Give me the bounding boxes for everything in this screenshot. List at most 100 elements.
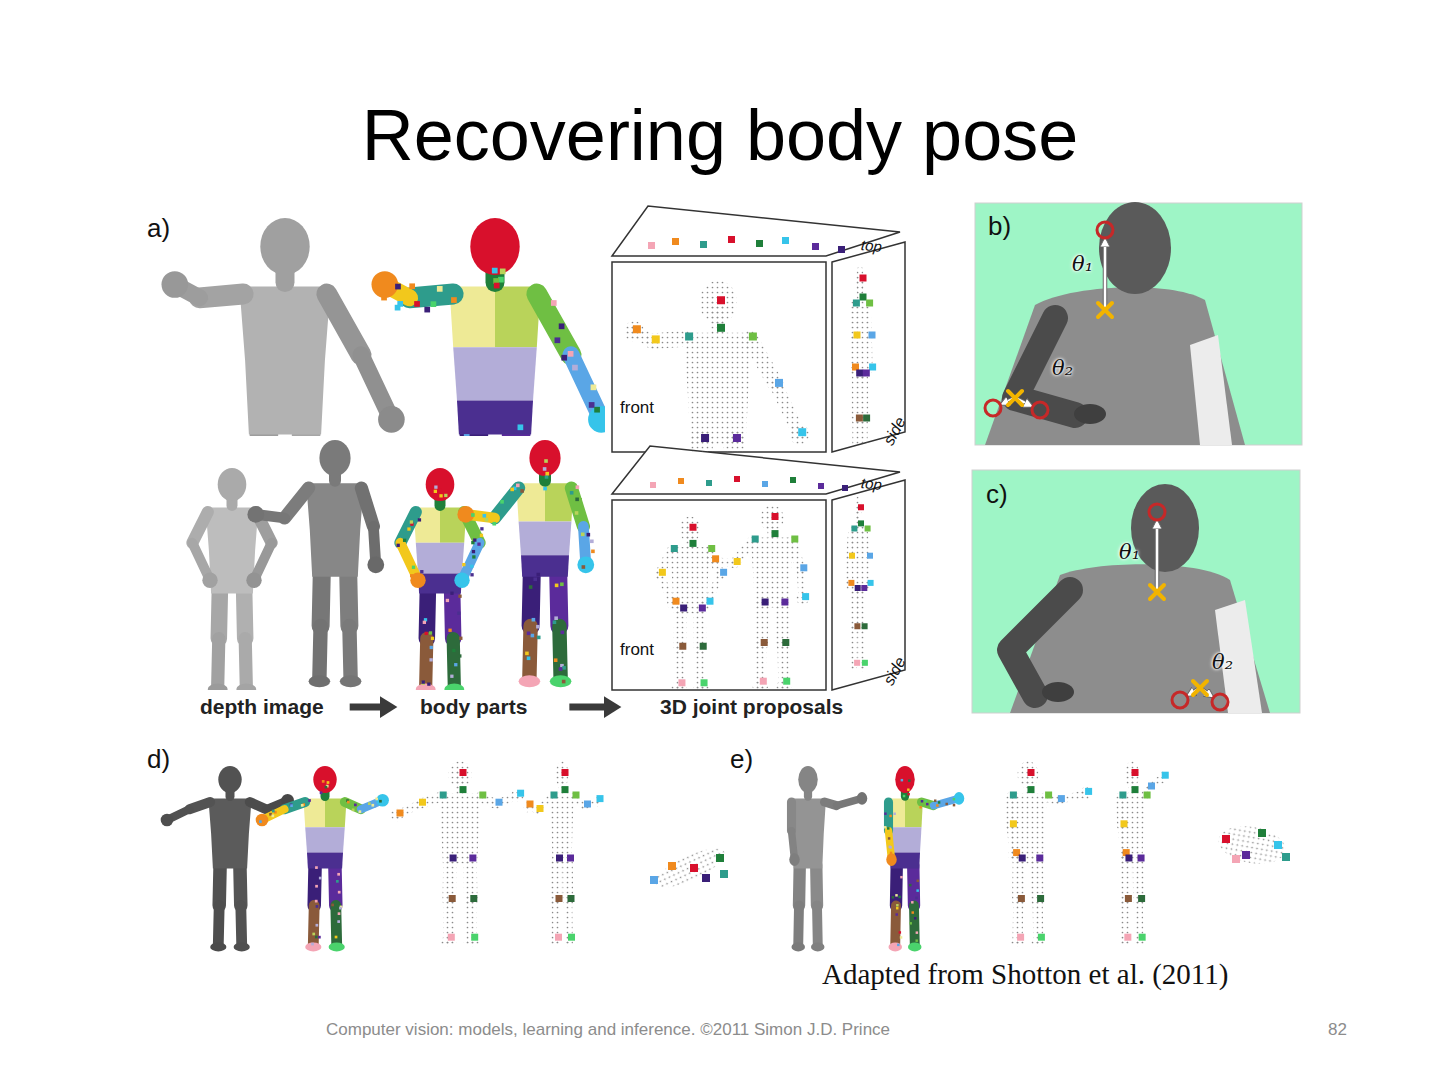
body-part bbox=[448, 761, 471, 788]
joint-proposal bbox=[791, 536, 798, 543]
joint-proposal bbox=[772, 513, 779, 520]
body-limb bbox=[860, 420, 868, 463]
body-part bbox=[319, 440, 350, 476]
label-noise bbox=[337, 944, 340, 947]
label-noise bbox=[397, 301, 403, 307]
label-noise bbox=[893, 813, 895, 815]
body-limb bbox=[308, 906, 320, 945]
label-noise bbox=[510, 488, 514, 492]
view-box bbox=[612, 446, 905, 690]
label-noise bbox=[591, 550, 595, 554]
body-part bbox=[1080, 787, 1091, 800]
body-limb bbox=[400, 512, 415, 543]
body-limb bbox=[792, 541, 801, 570]
label-noise bbox=[494, 283, 500, 289]
label-noise bbox=[900, 876, 902, 878]
joint-proposal bbox=[865, 526, 871, 532]
label-noise bbox=[352, 808, 355, 811]
label-noise bbox=[914, 917, 916, 919]
joint-proposal bbox=[650, 876, 658, 884]
label-noise bbox=[404, 547, 407, 550]
label-noise bbox=[337, 873, 340, 876]
offset-symbol: θ₂ bbox=[1052, 356, 1073, 380]
label-noise bbox=[591, 384, 597, 390]
joint-proposal bbox=[1037, 895, 1044, 902]
point-cloud-front bbox=[659, 517, 727, 691]
joint-proposal bbox=[863, 458, 870, 465]
label-noise bbox=[890, 859, 892, 861]
label-noise bbox=[900, 936, 902, 938]
label-noise bbox=[543, 487, 547, 491]
body-limb bbox=[219, 589, 220, 639]
body-part bbox=[857, 792, 868, 805]
label-noise bbox=[532, 618, 536, 622]
body-part-labels bbox=[372, 218, 606, 436]
body-limb bbox=[852, 420, 860, 463]
joint-proposal bbox=[712, 555, 719, 562]
label-noise bbox=[500, 269, 506, 275]
joint-proposal bbox=[1010, 792, 1017, 799]
body-part bbox=[760, 505, 783, 532]
joint-proposal bbox=[1124, 934, 1131, 941]
label-noise bbox=[459, 637, 462, 640]
label-noise bbox=[545, 472, 549, 476]
label-noise bbox=[338, 891, 341, 894]
label-noise bbox=[336, 880, 339, 883]
point-cloud-side bbox=[846, 497, 873, 672]
near-arm bbox=[1010, 590, 1070, 695]
label-noise bbox=[444, 494, 447, 497]
view-name: top bbox=[860, 236, 883, 255]
label-noise bbox=[562, 680, 566, 684]
offset-arrow-outline bbox=[1103, 242, 1108, 310]
body-part bbox=[202, 573, 217, 588]
label-noise bbox=[518, 424, 524, 430]
body-part bbox=[416, 684, 436, 690]
body-limb bbox=[213, 906, 225, 945]
label-noise bbox=[414, 301, 420, 307]
label-noise bbox=[485, 518, 489, 522]
joint-proposal bbox=[650, 482, 656, 488]
joint-proposal bbox=[762, 599, 769, 606]
body-limb bbox=[495, 488, 519, 518]
label-noise bbox=[337, 920, 340, 923]
body-limb bbox=[442, 860, 456, 901]
label-noise bbox=[429, 631, 432, 634]
label-noise bbox=[301, 804, 304, 807]
point-cloud-front bbox=[624, 281, 810, 453]
body-torso bbox=[438, 793, 481, 863]
label-noise bbox=[480, 527, 483, 530]
label-noise bbox=[327, 781, 330, 784]
label-noise bbox=[907, 788, 909, 790]
body-limb bbox=[754, 604, 768, 645]
body-part bbox=[529, 440, 560, 476]
pipeline-step: 3D joint proposals bbox=[622, 695, 843, 719]
label-noise bbox=[403, 539, 406, 542]
label-noise bbox=[544, 459, 548, 463]
label-noise bbox=[470, 521, 474, 525]
body-limb bbox=[1032, 901, 1043, 940]
body-part bbox=[954, 792, 965, 805]
body-torso bbox=[416, 543, 464, 574]
body-part bbox=[340, 675, 362, 687]
joint-proposal bbox=[860, 275, 867, 282]
label-noise bbox=[555, 584, 559, 588]
joint-proposal bbox=[597, 795, 604, 802]
label-noise bbox=[536, 573, 540, 577]
body-limb bbox=[537, 294, 571, 355]
label-noise bbox=[889, 815, 891, 817]
body-limb bbox=[427, 589, 428, 639]
body-limb bbox=[909, 906, 920, 945]
joint-proposal bbox=[1232, 855, 1240, 863]
joint-proposal bbox=[419, 799, 426, 806]
joint-proposal bbox=[1258, 829, 1266, 837]
offset-arrow-outline bbox=[1155, 524, 1160, 592]
label-noise bbox=[271, 815, 274, 818]
body-part bbox=[699, 281, 737, 325]
joint-proposal bbox=[849, 553, 855, 559]
joint-proposal bbox=[720, 870, 728, 878]
label-noise bbox=[462, 563, 465, 566]
body-torso bbox=[790, 798, 826, 868]
body-limb bbox=[571, 355, 601, 420]
joint-proposal bbox=[567, 855, 574, 862]
body-part bbox=[624, 321, 644, 341]
